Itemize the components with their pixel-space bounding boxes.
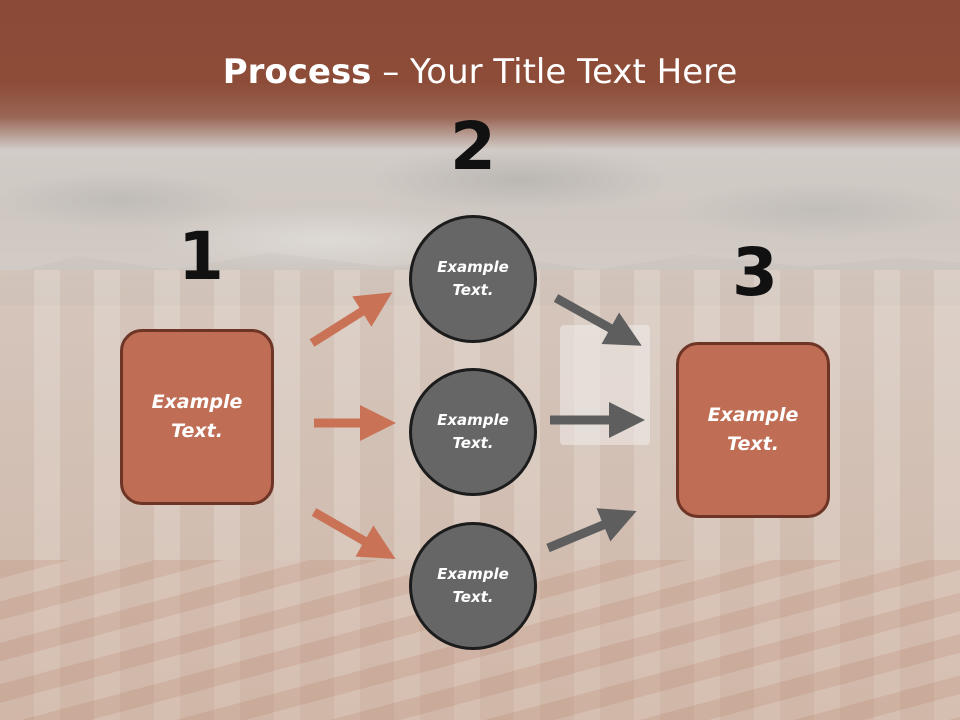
title-bold: Process bbox=[222, 52, 372, 92]
step-number-3: 3 bbox=[732, 234, 778, 311]
title-band bbox=[0, 0, 960, 150]
step-3-box-text: Example Text. bbox=[707, 404, 799, 455]
arrow-left-to-top bbox=[309, 292, 393, 347]
circle-top-text: Example Text. bbox=[437, 258, 509, 299]
circle-middle-text: Example Text. bbox=[437, 411, 509, 452]
title-rest: – Your Title Text Here bbox=[371, 52, 738, 92]
step-2-circle-bottom[interactable]: Example Text. bbox=[409, 522, 537, 650]
slide-title: Process – Your Title Text Here bbox=[0, 52, 960, 92]
circle-bottom-text: Example Text. bbox=[437, 565, 509, 606]
step-3-box[interactable]: Example Text. bbox=[676, 342, 830, 518]
step-1-box-text: Example Text. bbox=[151, 391, 243, 442]
arrow-bottom-to-right bbox=[546, 508, 637, 553]
step-1-box[interactable]: Example Text. bbox=[120, 329, 274, 505]
step-number-2: 2 bbox=[450, 108, 496, 185]
step-2-circle-top[interactable]: Example Text. bbox=[409, 215, 537, 343]
step-2-circle-middle[interactable]: Example Text. bbox=[409, 368, 537, 496]
arrow-left-to-bottom bbox=[311, 508, 396, 559]
arrow-top-to-right bbox=[553, 294, 642, 346]
step-number-1: 1 bbox=[178, 218, 224, 295]
